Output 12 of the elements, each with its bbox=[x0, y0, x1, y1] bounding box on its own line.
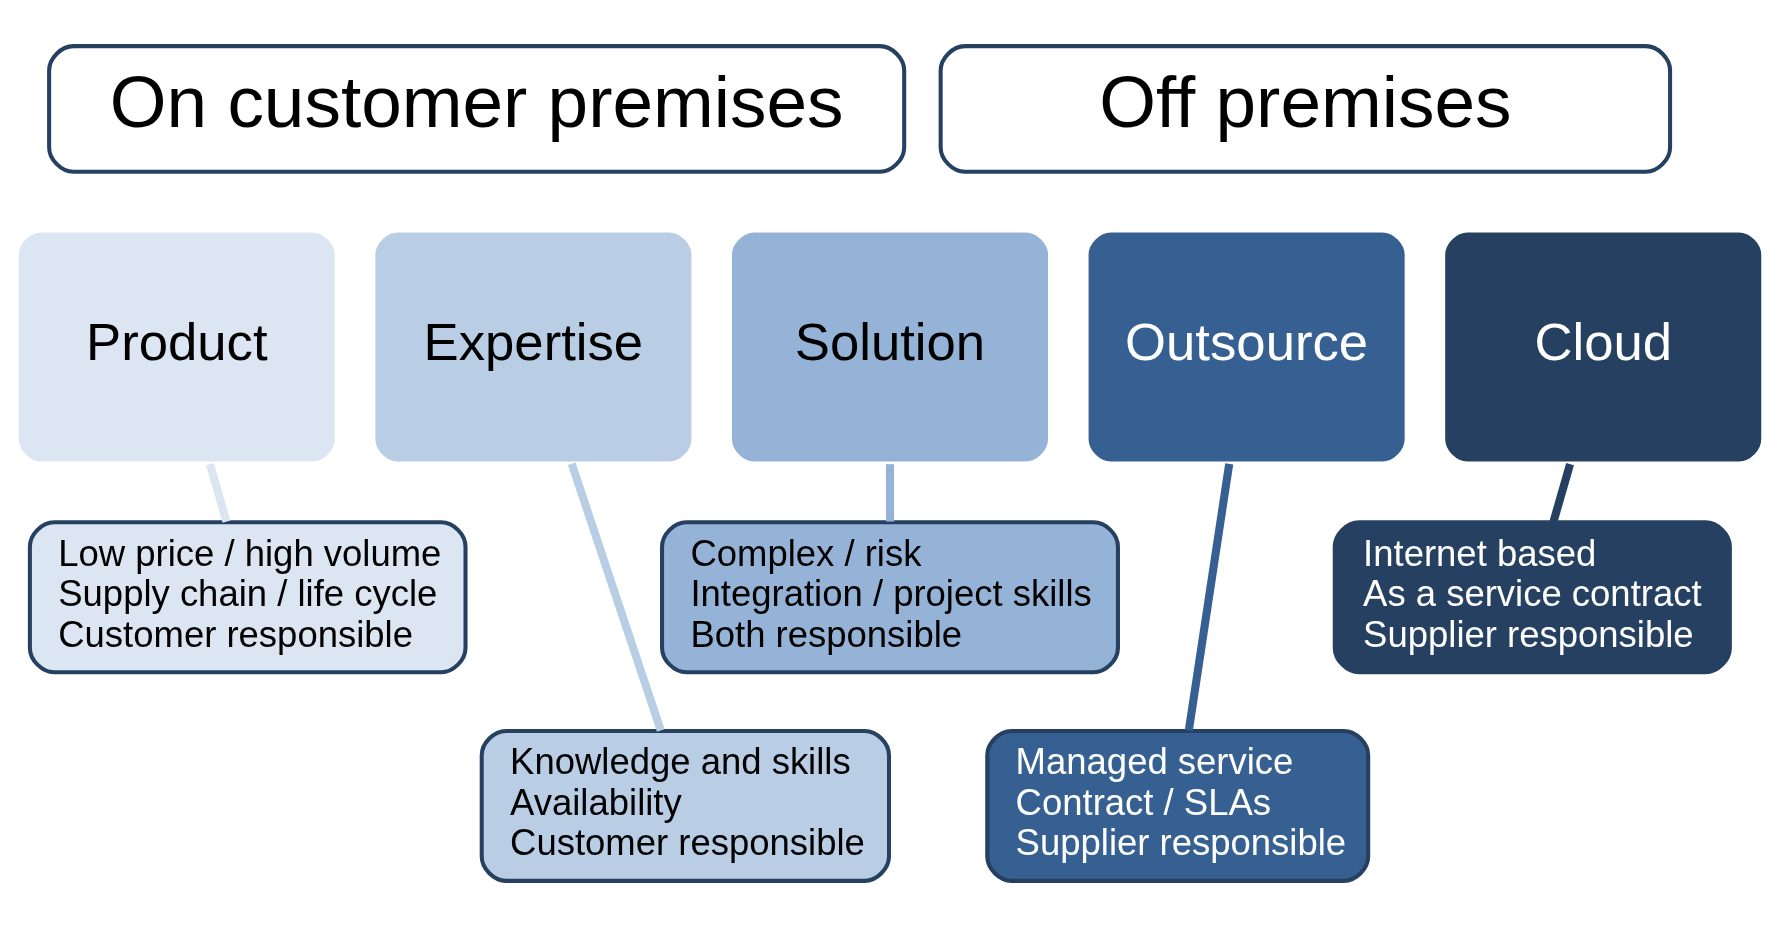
node-box: Internet based As a service contract Supplier responsible bbox=[1332, 520, 1732, 675]
connector bbox=[1184, 463, 1234, 732]
node-box: Low price / high volume Supply chain / life cycle Customer responsible bbox=[27, 520, 468, 675]
node-box: Knowledge and skills Availability Customer responsible bbox=[479, 728, 891, 883]
connector bbox=[1549, 463, 1574, 523]
connector bbox=[567, 462, 665, 732]
node-box: Off premises bbox=[938, 44, 1673, 174]
node-box: On customer premises bbox=[47, 44, 907, 174]
node-box: Complex / risk Integration / project skills Both responsible bbox=[660, 520, 1120, 675]
connector bbox=[885, 464, 895, 522]
connector bbox=[206, 463, 231, 523]
node-box: Managed service Contract / SLAs Supplier responsible bbox=[985, 728, 1371, 883]
